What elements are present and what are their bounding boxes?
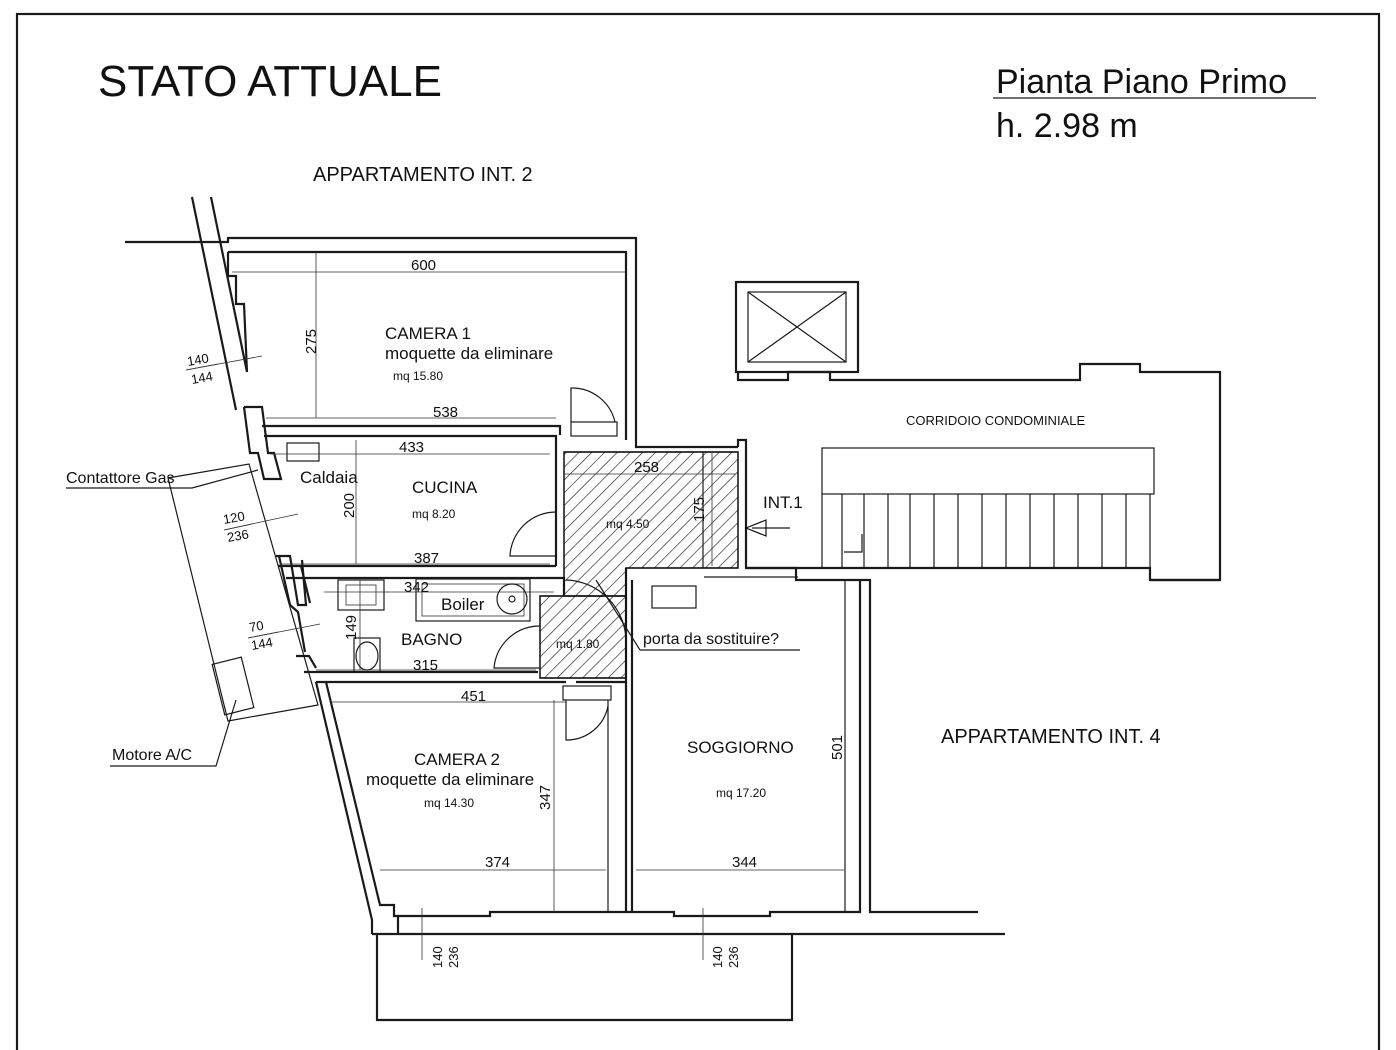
hatched-ingress — [539, 451, 739, 679]
left-terrace — [167, 463, 319, 722]
dim-451: 451 — [461, 688, 486, 705]
disimpegno-area: mq 1.80 — [556, 637, 600, 651]
dim-344: 344 — [732, 854, 757, 871]
sheet-frame — [15, 12, 1381, 1050]
plan-name: Pianta Piano Primo — [996, 63, 1287, 101]
dim-200: 200 — [341, 493, 358, 518]
gas-annotation: Contattore Gas — [66, 470, 175, 487]
window5-a: 140 — [710, 946, 725, 968]
dim-275: 275 — [303, 329, 320, 354]
dim-175: 175 — [691, 497, 708, 522]
dim-347: 347 — [537, 785, 554, 810]
door-annotation: porta da sostituire? — [643, 631, 779, 648]
window1-bot: 144 — [190, 368, 214, 387]
camera1-area: mq 15.80 — [393, 369, 443, 383]
window5-b: 236 — [726, 946, 741, 968]
drawing-title: STATO ATTUALE — [98, 57, 442, 106]
ceiling-height: h. 2.98 m — [996, 107, 1138, 145]
soggiorno-area: mq 17.20 — [716, 786, 766, 800]
bagno-name: BAGNO — [401, 630, 462, 649]
camera2-name: CAMERA 2 — [414, 750, 500, 769]
window1-top: 140 — [186, 350, 210, 369]
dim-433: 433 — [399, 439, 424, 456]
window3-top: 70 — [248, 618, 265, 635]
soggiorno-cabinet — [651, 585, 697, 609]
dim-600: 600 — [411, 257, 436, 274]
fixtures — [286, 442, 697, 673]
ingresso-area: mq 4.50 — [606, 517, 650, 531]
camera2-area: mq 14.30 — [424, 796, 474, 810]
soggiorno-name: SOGGIORNO — [687, 738, 794, 757]
cucina-name: CUCINA — [412, 478, 478, 497]
camera1-note: moquette da eliminare — [385, 344, 553, 363]
dim-501: 501 — [829, 735, 846, 760]
ac-annotation: Motore A/C — [112, 747, 192, 764]
camera2-note: moquette da eliminare — [366, 770, 534, 789]
window4-b: 236 — [446, 946, 461, 968]
window4-a: 140 — [430, 946, 445, 968]
dim-387: 387 — [414, 550, 439, 567]
window2-bot: 236 — [226, 526, 250, 545]
corridor-label: CORRIDOIO CONDOMINIALE — [906, 413, 1085, 428]
window2-top: 120 — [222, 508, 246, 527]
dimension-lines — [185, 252, 844, 960]
caldaia-label: Caldaia — [300, 468, 358, 487]
camera1-name: CAMERA 1 — [385, 324, 471, 343]
neighbor-top-label: APPARTAMENTO INT. 2 — [313, 164, 533, 186]
bathtub — [415, 578, 531, 622]
ac-leader — [110, 699, 237, 767]
dim-258: 258 — [634, 459, 659, 476]
toilet — [353, 637, 381, 673]
cucina-area: mq 8.20 — [412, 507, 456, 521]
dim-342: 342 — [404, 579, 429, 596]
gas-leader — [66, 469, 259, 489]
common-area — [734, 280, 1222, 582]
dim-538: 538 — [433, 404, 458, 421]
caldaia-box — [286, 442, 320, 462]
boiler-label: Boiler — [441, 595, 485, 614]
window-dims: 140 144 120 236 70 144 140 236 140 236 — [186, 350, 741, 968]
window3-bot: 144 — [250, 634, 274, 653]
door-leader — [595, 579, 641, 651]
dim-315: 315 — [413, 657, 438, 674]
boiler-tank — [496, 583, 528, 615]
dim-374: 374 — [485, 854, 510, 871]
neighbor-right-label: APPARTAMENTO INT. 4 — [941, 726, 1161, 748]
sink — [337, 579, 385, 611]
entrance-label: INT.1 — [763, 493, 803, 512]
ac-unit — [211, 656, 255, 716]
dim-149: 149 — [343, 615, 360, 640]
